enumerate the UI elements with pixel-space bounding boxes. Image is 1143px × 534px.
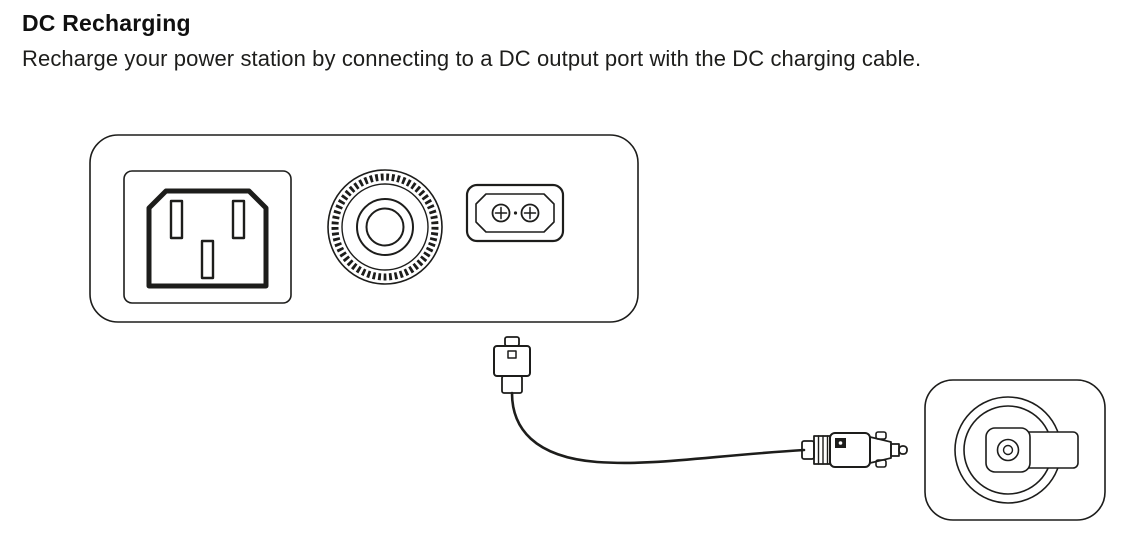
- cable-wire: [510, 391, 806, 465]
- page-title: DC Recharging: [22, 10, 191, 36]
- round-dc-port: [327, 169, 443, 285]
- page-header: DC Recharging Recharge your power statio…: [22, 10, 1132, 72]
- panel-outline: [89, 134, 639, 323]
- car-socket-panel: [924, 379, 1106, 521]
- page-subtitle: Recharge your power station by connectin…: [22, 46, 922, 71]
- cigarette-lighter-socket: [954, 396, 1079, 504]
- car-charger-plug: [801, 431, 908, 468]
- dc-recharging-diagram: [89, 134, 1106, 521]
- xt60-port: [465, 183, 565, 243]
- socket-panel-outline: [924, 379, 1106, 521]
- dc-plug-connector: [493, 336, 531, 394]
- dc-charging-cable: [493, 336, 908, 468]
- power-station-dc-panel: [89, 134, 639, 323]
- ac-inlet-port: [123, 170, 292, 304]
